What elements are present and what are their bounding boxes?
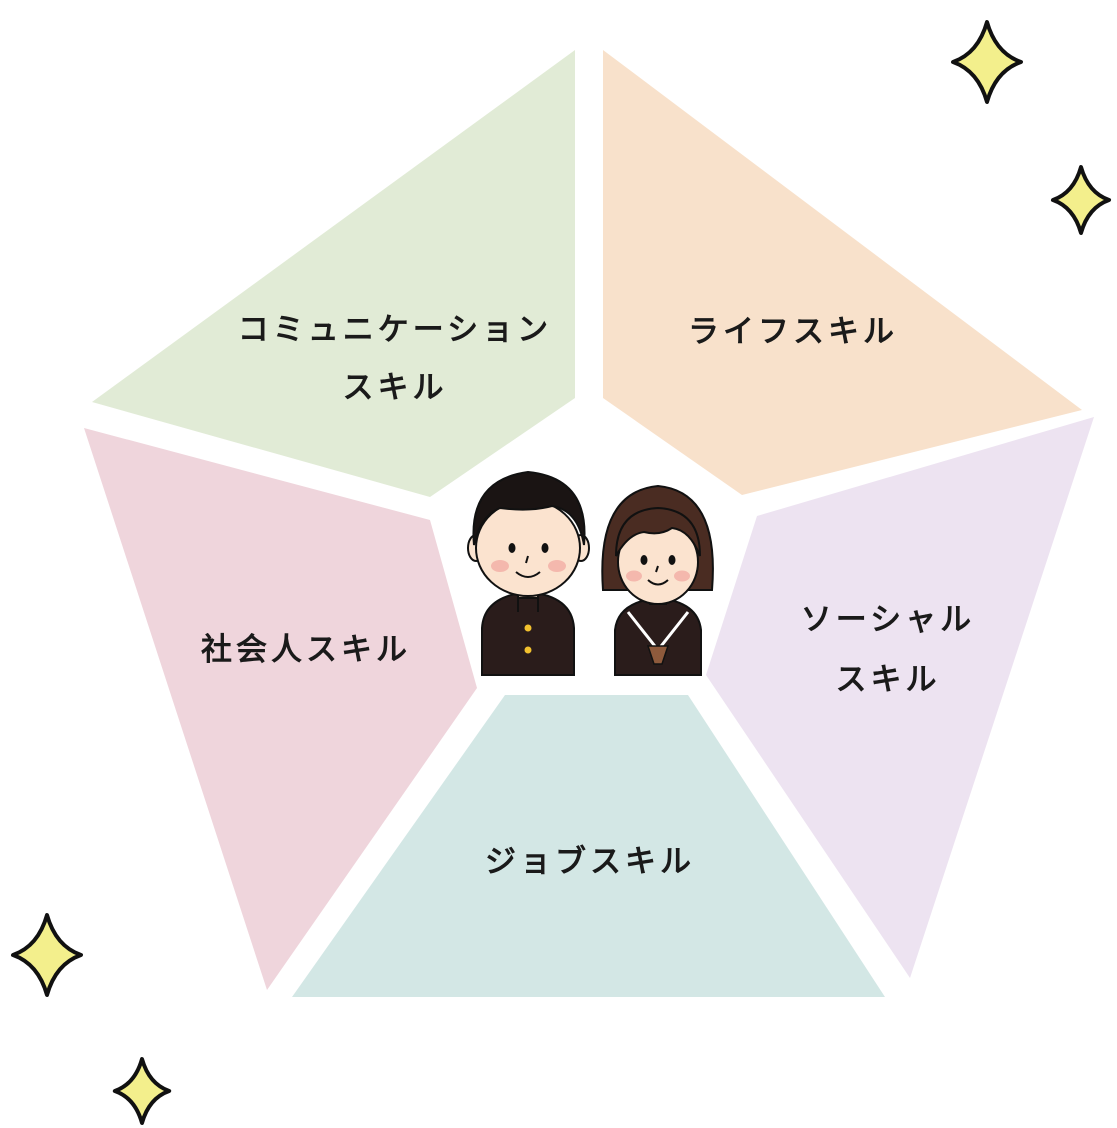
segment-label-society: 社会人スキル xyxy=(201,632,411,668)
segment-communication xyxy=(92,50,575,497)
girl-student-illustration xyxy=(601,484,714,676)
segment-job xyxy=(292,695,885,997)
segment-label-social-line1: ソーシャル xyxy=(801,602,975,638)
boy-student-illustration xyxy=(467,470,590,676)
segment-life xyxy=(603,50,1082,495)
segment-label-communication-line2: スキル xyxy=(343,370,448,406)
sparkle-icon xyxy=(951,20,1023,104)
segment-social xyxy=(706,417,1094,978)
sparkle-icon xyxy=(11,913,83,997)
segment-label-social-line2: スキル xyxy=(836,662,941,698)
sparkle-icon xyxy=(112,1057,172,1125)
segment-label-life: ライフスキル xyxy=(688,314,898,350)
segment-society xyxy=(84,428,477,990)
segment-label-job: ジョブスキル xyxy=(485,844,695,880)
segment-label-communication-line1: コミュニケーション xyxy=(238,312,552,348)
sparkle-icon xyxy=(1050,165,1112,235)
